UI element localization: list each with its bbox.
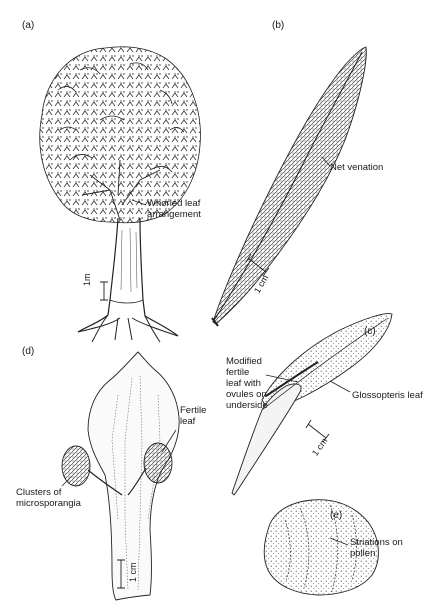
panel-c-leader-left [265, 374, 299, 383]
microsporangia-cluster-left [61, 445, 91, 487]
pollen-grain [263, 499, 379, 596]
panel-c-annotation-right: Glossopteris leaf [352, 390, 423, 401]
microsporangia-cluster-right [143, 442, 173, 484]
annotation-line: Whorled leaf [147, 198, 201, 209]
panel-e-pollen [263, 499, 379, 596]
panel-b-leaf [211, 46, 367, 327]
panel-d-scale-label: 1 cm [128, 562, 138, 582]
panel-b-scale-bar [245, 253, 270, 277]
panel-a-tree [39, 46, 201, 343]
annotation-line: Striations on [350, 537, 403, 548]
tree-trunk [77, 217, 179, 337]
panel-d-letter: (d) [22, 346, 35, 357]
panel-c-leader-right [329, 380, 351, 393]
panel-a-annotation: Whorled leaf arrangement [147, 198, 201, 220]
panel-b-letter: (b) [272, 20, 285, 31]
panel-e-leader [329, 537, 349, 546]
panel-a-scale-bar [100, 281, 108, 301]
panel-c-letter: (c) [364, 326, 376, 337]
panel-d-scale-bar [117, 559, 125, 589]
annotation-line: leaf with [226, 378, 261, 389]
annotation-line: Modified [226, 356, 262, 367]
panel-c-leaf [231, 313, 393, 496]
annotation-line: pollen [350, 548, 376, 559]
panel-d-leader-left [61, 475, 73, 487]
annotation-line: arrangement [147, 209, 201, 220]
tree-roots [77, 314, 179, 343]
annotation-line: fertile [226, 367, 250, 378]
panel-b-annotation: Net venation [330, 162, 384, 173]
tree-canopy [39, 46, 201, 224]
annotation-line: ovules on [226, 389, 267, 400]
panel-d-fertile-leaf [61, 351, 180, 601]
panel-a-leader [131, 199, 147, 206]
annotation-line: Fertile [180, 405, 207, 416]
panel-e-annotation: Striations on pollen [350, 537, 403, 559]
fertile-stalk [231, 383, 302, 496]
panel-a-scale-label: 1m [82, 273, 92, 286]
annotation-line: microsporangia [16, 498, 81, 509]
annotation-line: underside [226, 400, 268, 411]
panel-a-letter: (a) [22, 20, 35, 31]
panel-d-leader-right [161, 429, 177, 453]
panel-d-annotation-left: Clusters of microsporangia [16, 487, 81, 509]
annotation-line: Clusters of [16, 487, 62, 498]
panel-c-annotation-left: Modified fertile leaf with ovules on und… [226, 356, 268, 411]
fertile-leaf-outline [87, 351, 180, 601]
panel-c-scale-bar [305, 419, 330, 443]
leaf-outline [212, 46, 367, 325]
annotation-line: leaf [180, 416, 196, 427]
panel-d-annotation-right: Fertile leaf [180, 405, 206, 427]
panel-b-leader [321, 156, 331, 167]
leaf-midrib [212, 51, 363, 323]
panel-e-letter: (e) [330, 510, 343, 521]
